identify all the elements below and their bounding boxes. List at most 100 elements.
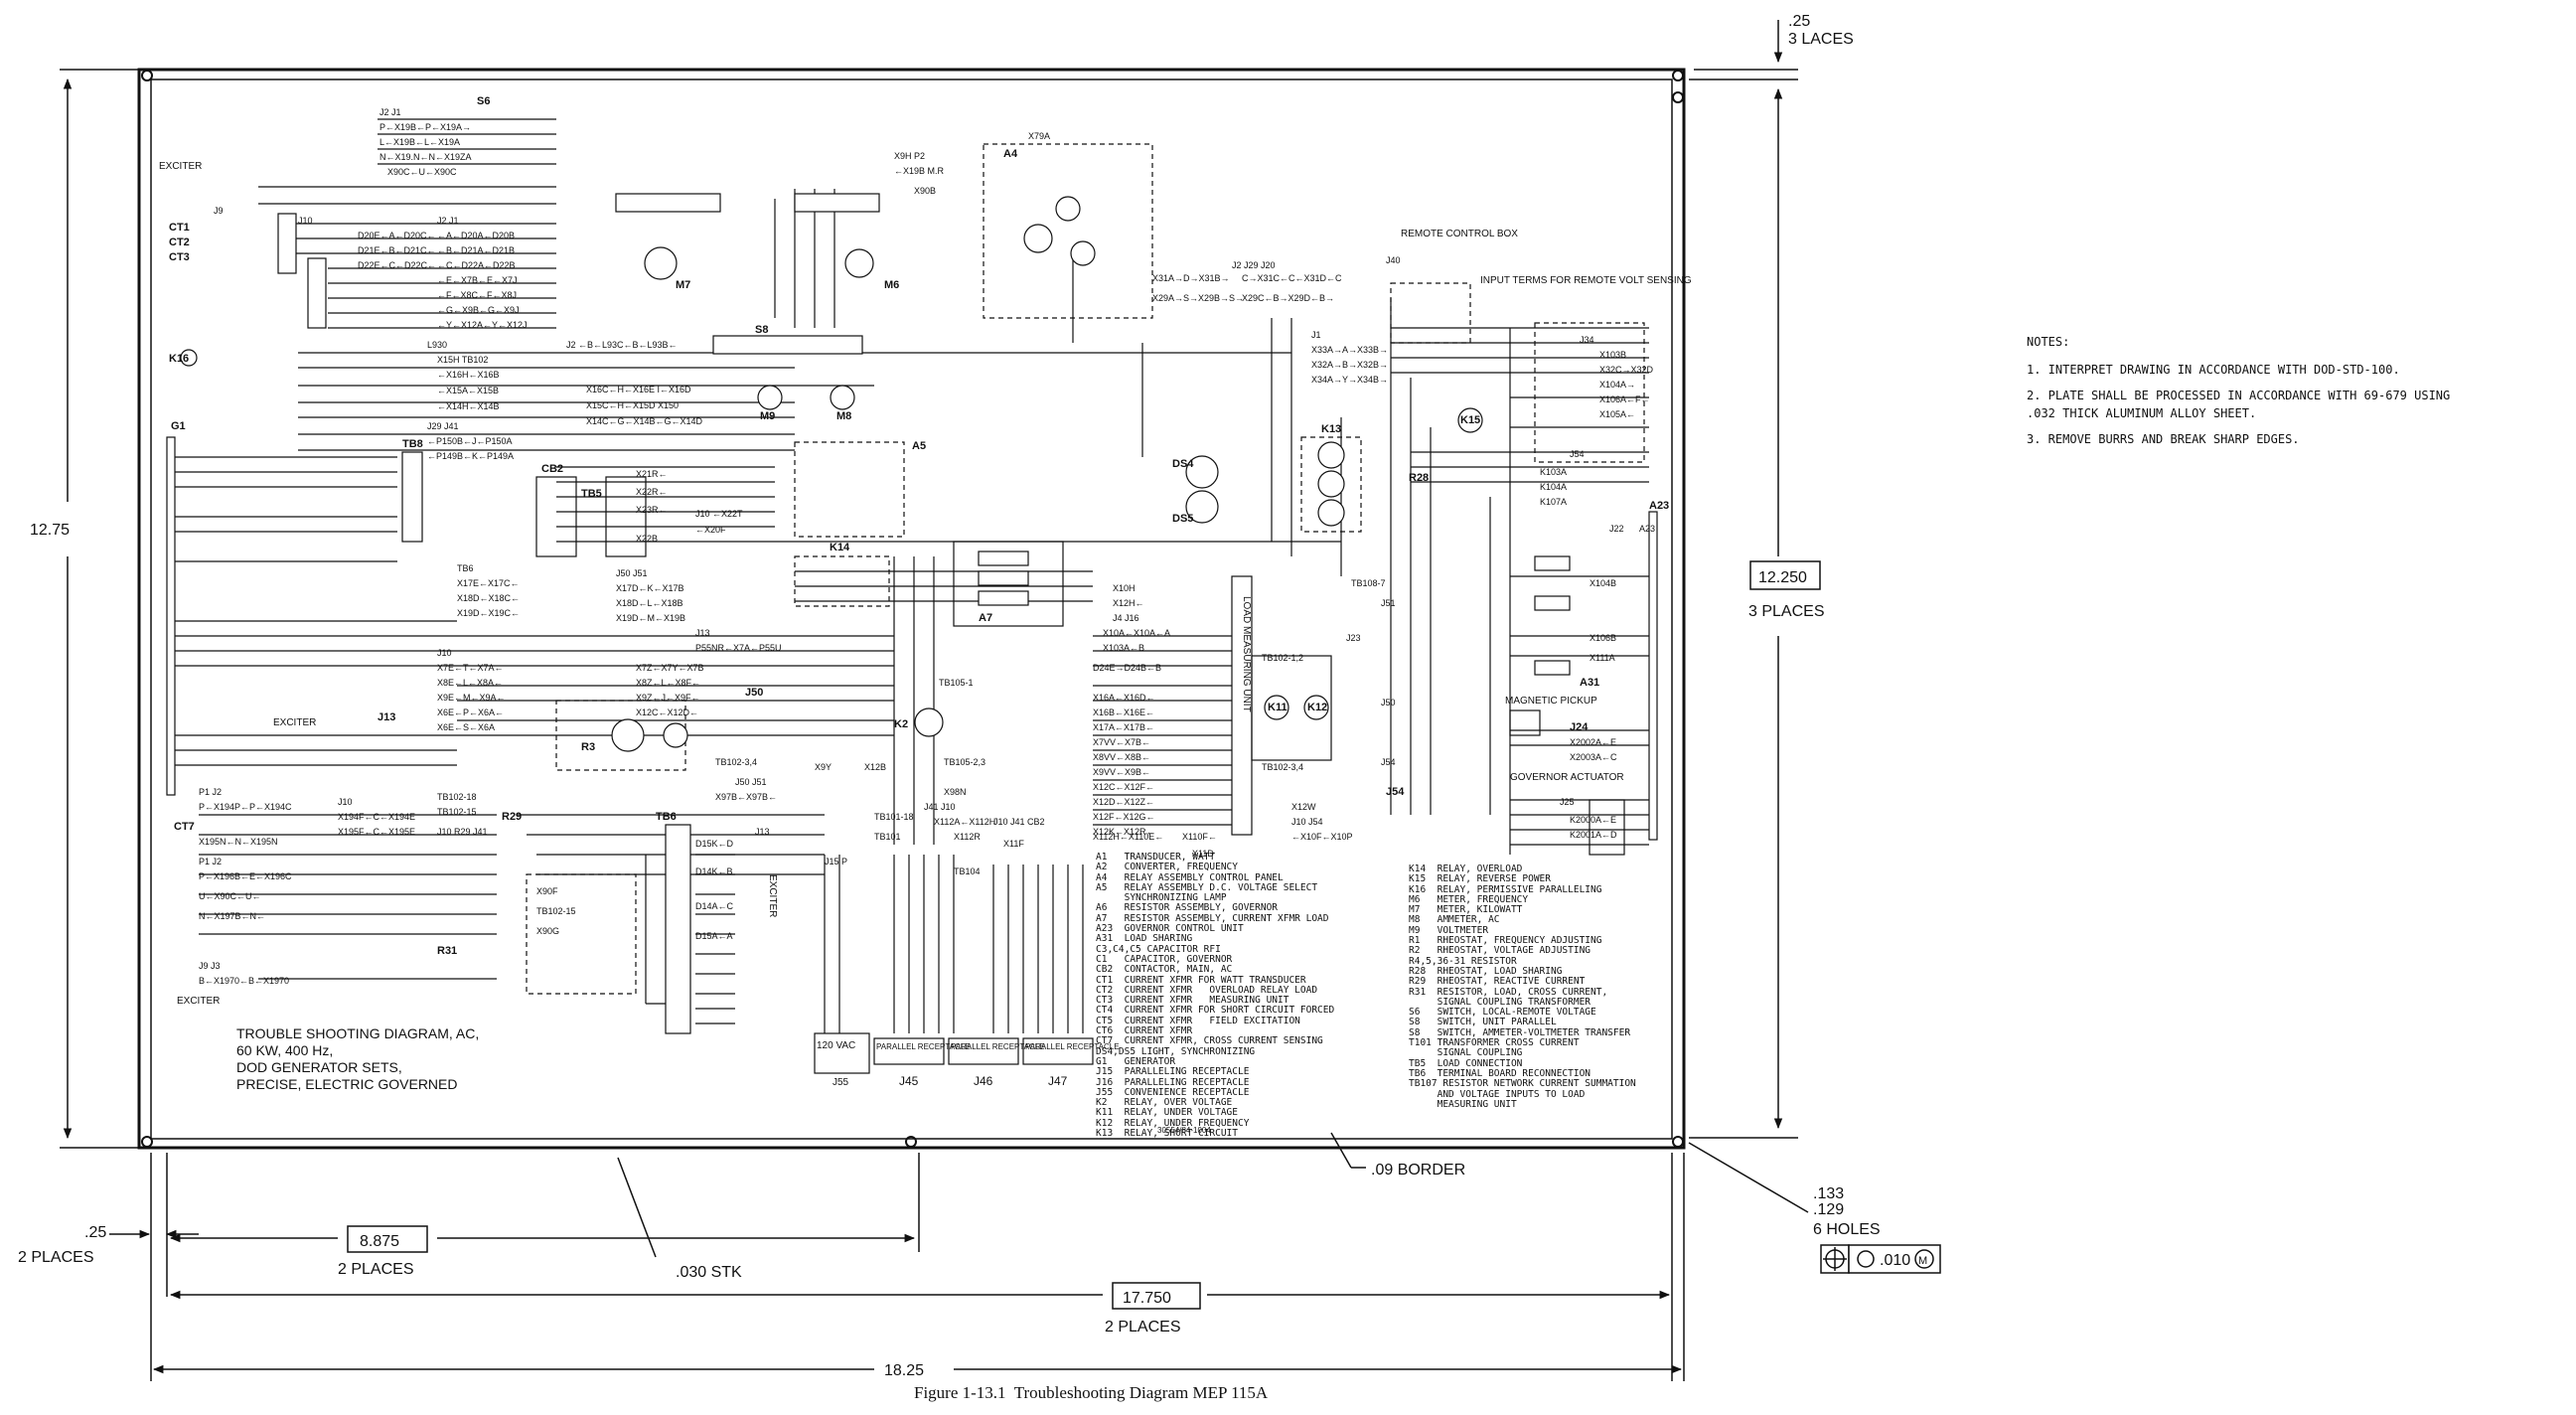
label-ds5: DS5 xyxy=(1172,513,1193,525)
legend-entry: A1 TRANSDUCER, WATT xyxy=(1096,852,1216,863)
dim-hole-lower: .129 xyxy=(1813,1201,1844,1218)
legend-entry: R1 RHEOSTAT, FREQUENCY ADJUSTING xyxy=(1409,935,1602,947)
label-ct3: CT3 xyxy=(169,251,190,263)
svg-text:X79A: X79A xyxy=(1028,131,1050,141)
svg-text:K104A: K104A xyxy=(1540,482,1567,492)
svg-text:X105A←: X105A← xyxy=(1599,409,1635,419)
legend-entry: A31 LOAD SHARING xyxy=(1096,933,1193,945)
svg-text:X9H P2: X9H P2 xyxy=(894,151,925,161)
svg-text:X106B: X106B xyxy=(1590,633,1616,643)
title-line: 60 KW, 400 Hz, xyxy=(236,1042,334,1058)
title-line: TROUBLE SHOOTING DIAGRAM, AC, xyxy=(236,1025,480,1041)
legend-entry: J16 PARALLELING RECEPTACLE xyxy=(1096,1076,1250,1088)
svg-text:J13: J13 xyxy=(755,827,770,837)
legend-entry: R29 RHEOSTAT, REACTIVE CURRENT xyxy=(1409,976,1586,988)
legend-entry: M7 METER, KILOWATT xyxy=(1409,904,1523,916)
dimension-boxes xyxy=(347,560,1941,1310)
label-k12: K12 xyxy=(1307,702,1327,713)
svg-text:X18D←X18C←: X18D←X18C← xyxy=(457,593,520,603)
svg-text:X2003A←C: X2003A←C xyxy=(1570,752,1617,762)
svg-text:D15K←D: D15K←D xyxy=(695,839,734,849)
drawing-number: 30554/84-1004 xyxy=(1157,1126,1211,1135)
svg-text:X22B: X22B xyxy=(636,534,658,544)
legend-entry: SIGNAL COUPLING xyxy=(1409,1047,1523,1059)
svg-text:X90B: X90B xyxy=(914,186,936,196)
legend-entry: A2 CONVERTER, FREQUENCY xyxy=(1096,862,1238,873)
note-item: 1. INTERPRET DRAWING IN ACCORDANCE WITH … xyxy=(2027,363,2400,377)
svg-text:TB102-3,4: TB102-3,4 xyxy=(1262,762,1303,772)
svg-text:J2 J29 J20: J2 J29 J20 xyxy=(1232,260,1276,270)
schematic-boxed-labels: EXCITER EXCITER EXCITER REMOTE CONTROL B… xyxy=(159,161,1692,1135)
dim-border: .09 BORDER xyxy=(1371,1162,1465,1179)
svg-text:J15 P: J15 P xyxy=(825,857,847,866)
dim-hole-count: 6 HOLES xyxy=(1813,1221,1881,1238)
svg-text:N←X197B←N←: N←X197B←N← xyxy=(199,911,265,921)
legend-entry: R31 RESISTOR, LOAD, CROSS CURRENT, xyxy=(1409,986,1608,998)
svg-text:D20E←A←D20C←: D20E←A←D20C← xyxy=(358,231,436,240)
note-item: 2. PLATE SHALL BE PROCESSED IN ACCORDANC… xyxy=(2027,389,2451,402)
legend-entry: K2 RELAY, OVER VOLTAGE xyxy=(1096,1097,1233,1109)
dim-half-width-note: 2 PLACES xyxy=(338,1261,413,1278)
svg-text:U←X90C←U←: U←X90C←U← xyxy=(199,891,261,901)
dim-left-margin-note: 2 PLACES xyxy=(18,1249,93,1266)
svg-text:N←X19.N←N←X19ZA: N←X19.N←N←X19ZA xyxy=(379,152,472,162)
svg-text:X2002A←E: X2002A←E xyxy=(1570,737,1616,747)
svg-text:X21R←: X21R← xyxy=(636,469,668,479)
svg-text:←Y←X12A←Y←X12J: ←Y←X12A←Y←X12J xyxy=(437,320,528,330)
svg-text:X29A→S→X29B→S→: X29A→S→X29B→S→ xyxy=(1152,293,1244,303)
svg-text:J2 J1: J2 J1 xyxy=(437,216,459,226)
svg-text:A23: A23 xyxy=(1639,524,1655,534)
svg-text:←X19B M.R: ←X19B M.R xyxy=(894,166,945,176)
legend-entry: A7 RESISTOR ASSEMBLY, CURRENT XFMR LOAD xyxy=(1096,912,1329,924)
schematic-terminal-labels: J2 J1 P←X19B←P←X19A→ L←X19B←L←X19A N←X19… xyxy=(199,107,1655,986)
svg-text:P←X196B←E←X196C: P←X196B←E←X196C xyxy=(199,871,292,881)
label-m9: M9 xyxy=(760,410,775,422)
svg-text:J34: J34 xyxy=(1580,335,1594,345)
legend-entry: K14 RELAY, OVERLOAD xyxy=(1409,864,1523,874)
svg-text:J4 J16: J4 J16 xyxy=(1113,613,1139,623)
label-a7: A7 xyxy=(979,612,992,624)
svg-text:X8Z←L←X8F←: X8Z←L←X8F← xyxy=(636,678,700,688)
label-g1: G1 xyxy=(171,420,186,432)
svg-text:←A←D20A←D20B: ←A←D20A←D20B xyxy=(437,231,515,240)
svg-text:X7VV←X7B←: X7VV←X7B← xyxy=(1093,737,1150,747)
component-labels: G1 A4 A5 A7 K14 K16 K2 K11 K12 K13 K15 M… xyxy=(169,95,1669,957)
legend-entry: CT2 CURRENT XFMR OVERLOAD RELAY LOAD xyxy=(1096,984,1318,996)
svg-text:K107A: K107A xyxy=(1540,497,1567,507)
svg-text:B←X1970←B←X1970: B←X1970←B←X1970 xyxy=(199,976,289,986)
legend-entry: M8 AMMETER, AC xyxy=(1409,914,1500,926)
notes-heading: NOTES: xyxy=(2027,335,2070,349)
svg-text:TB101-18: TB101-18 xyxy=(874,812,914,822)
figure-caption: Figure 1-13.1 Troubleshooting Diagram ME… xyxy=(914,1383,1269,1402)
svg-text:X103B: X103B xyxy=(1599,350,1626,360)
svg-text:J50: J50 xyxy=(1381,698,1396,708)
label-tb5: TB5 xyxy=(581,488,602,500)
label-s6: S6 xyxy=(477,95,490,107)
j46-label: J46 xyxy=(974,1074,993,1088)
input-terms-label: INPUT TERMS FOR REMOTE VOLT SENSING xyxy=(1480,275,1692,286)
label-a4: A4 xyxy=(1003,148,1018,160)
svg-text:X112A←X112H: X112A←X112H xyxy=(934,817,995,827)
parallel-receptacle-3: PARALLEL RECEPTACLE xyxy=(1025,1042,1120,1051)
svg-text:X194F←C←X194E: X194F←C←X194E xyxy=(338,812,415,822)
parallel-receptacle-1: PARALLEL RECEPTACLE xyxy=(876,1042,971,1051)
dim-inner-width: 17.750 xyxy=(1123,1290,1171,1307)
svg-text:J50 J51: J50 J51 xyxy=(616,568,648,578)
svg-text:X12C←X12D←: X12C←X12D← xyxy=(636,708,698,717)
svg-text:P1 J2: P1 J2 xyxy=(199,787,222,797)
svg-text:X104B: X104B xyxy=(1590,578,1616,588)
svg-text:X31A→D→X31B→: X31A→D→X31B→ xyxy=(1152,273,1230,283)
label-ct2: CT2 xyxy=(169,236,190,248)
dim-stk: .030 STK xyxy=(676,1264,742,1281)
legend-entry: C3,C4,C5 CAPACITOR RFI xyxy=(1096,943,1221,955)
label-r31: R31 xyxy=(437,945,457,957)
label-a23: A23 xyxy=(1649,500,1669,512)
svg-text:J10 J54: J10 J54 xyxy=(1291,817,1323,827)
legend-entry: A4 RELAY ASSEMBLY CONTROL PANEL xyxy=(1096,871,1284,883)
svg-text:D14A←C: D14A←C xyxy=(695,901,734,911)
svg-text:X23R←: X23R← xyxy=(636,505,668,515)
label-j50: J50 xyxy=(745,687,763,699)
svg-text:X16B←X16E←: X16B←X16E← xyxy=(1093,708,1154,717)
j55-label: J55 xyxy=(833,1077,849,1088)
svg-text:X12W: X12W xyxy=(1291,802,1316,812)
